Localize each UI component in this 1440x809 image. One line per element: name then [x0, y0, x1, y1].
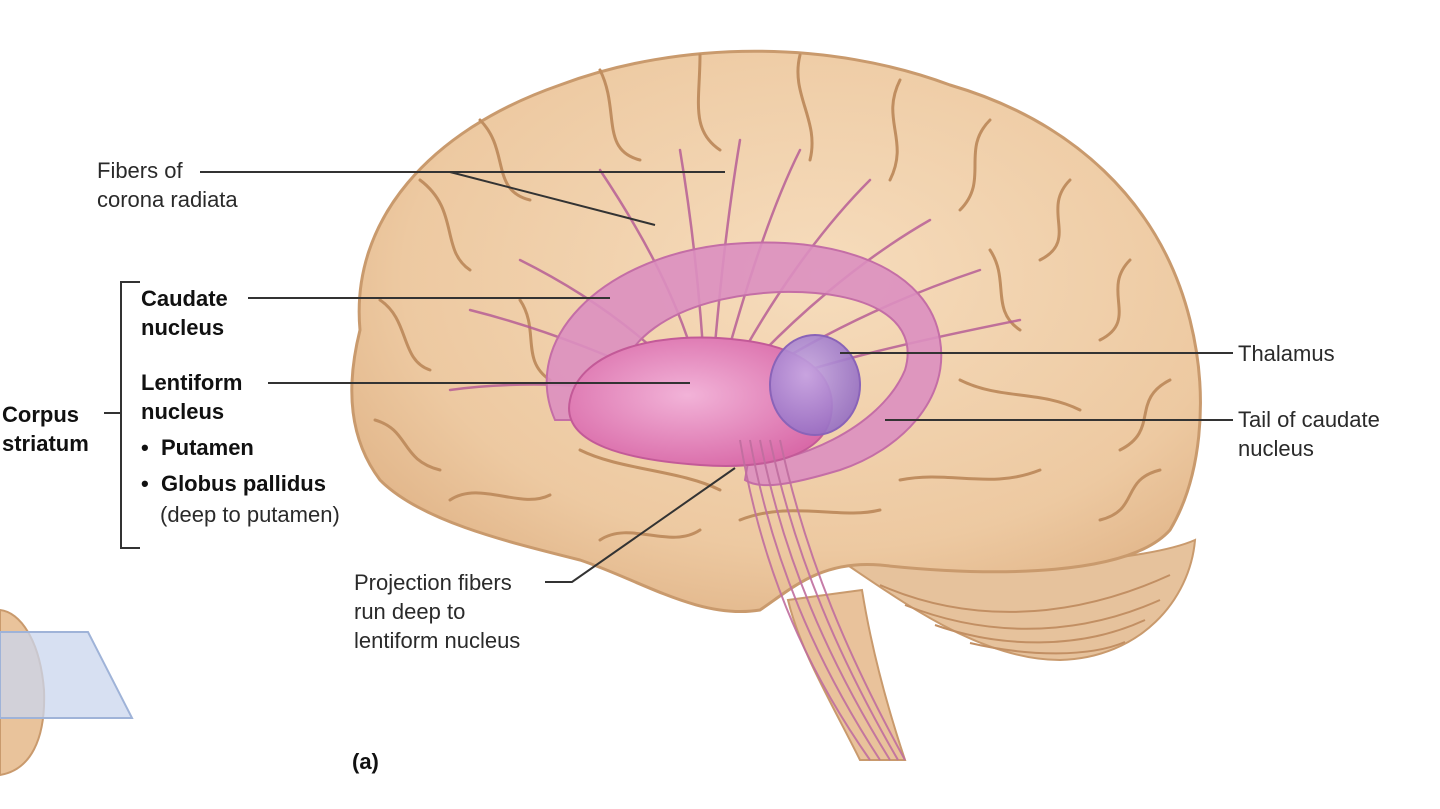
- label-fibers-corona-radiata: Fibers of corona radiata: [97, 158, 238, 212]
- label-corpus-striatum: Corpus striatum: [2, 402, 89, 456]
- label-caudate-nucleus: Caudate nucleus: [141, 286, 228, 340]
- thalamus: [769, 334, 861, 436]
- caudate-nucleus: [545, 241, 943, 487]
- cerebrum: [350, 49, 1202, 613]
- label-projection-fibers: Projection fibers run deep to lentiform …: [354, 570, 521, 653]
- label-lentiform-nucleus: Lentiform nucleus: [141, 370, 243, 424]
- panel-letter: (a): [352, 749, 379, 774]
- brainstem: [786, 588, 907, 761]
- leader-lines: [104, 171, 1233, 583]
- inset-brain-thumbnail: [0, 608, 134, 777]
- label-thalamus: Thalamus: [1238, 341, 1335, 366]
- cortex-gyri: [373, 53, 1172, 542]
- cerebellum-folia: [879, 574, 1171, 655]
- leader-corona-radiata-branch: [449, 171, 656, 226]
- corpus-striatum-bracket: [120, 281, 140, 549]
- label-putamen: Putamen: [141, 433, 254, 462]
- inset-section-plane: [0, 631, 134, 719]
- projection-fibers: [739, 439, 906, 761]
- label-tail-caudate-nucleus: Tail of caudate nucleus: [1238, 407, 1380, 461]
- label-globus-pallidus-note: (deep to putamen): [160, 502, 340, 527]
- leader-projection-fibers: [545, 467, 736, 583]
- label-globus-pallidus: Globus pallidus: [141, 469, 326, 498]
